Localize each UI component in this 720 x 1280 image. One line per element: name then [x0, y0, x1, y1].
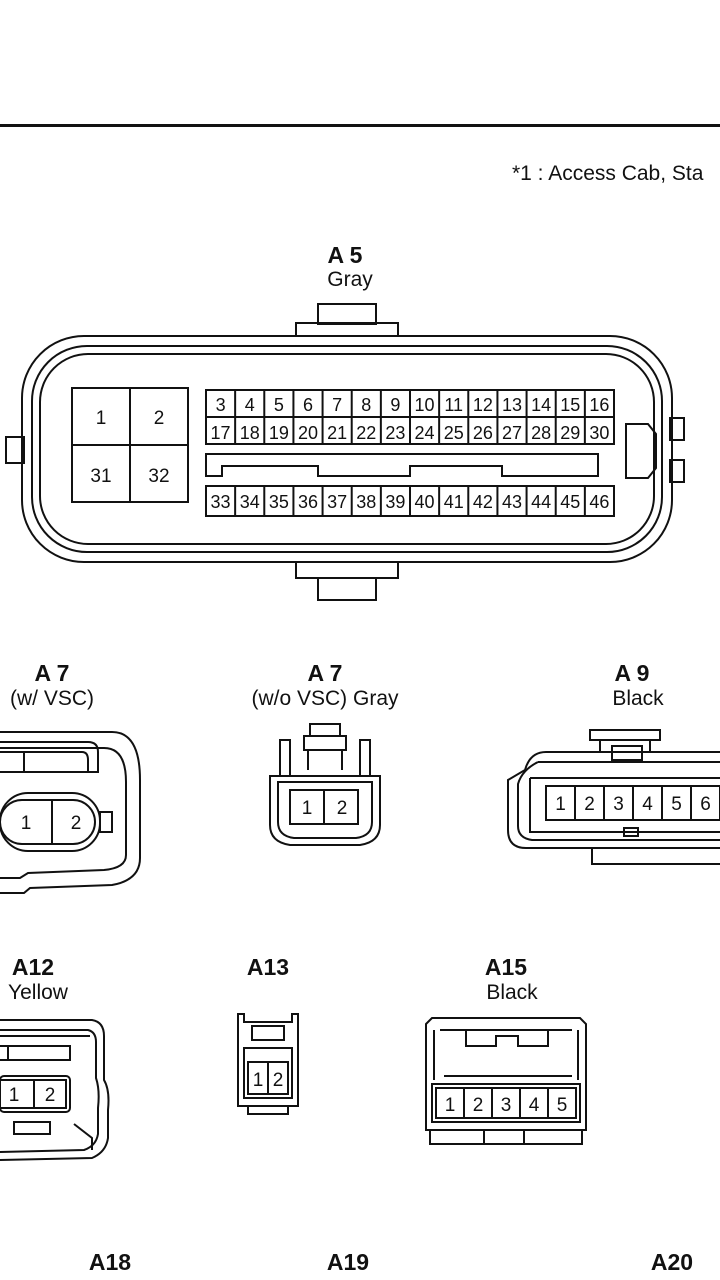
footnote-label: *1 : Access Cab, Sta — [512, 162, 704, 185]
a5-pin-5: 5 — [274, 395, 284, 415]
a5-pin-39: 39 — [385, 492, 405, 512]
a5-pin-3: 3 — [216, 395, 226, 415]
a15-pin-2: 2 — [473, 1095, 484, 1116]
a5-pin-28: 28 — [531, 423, 551, 443]
a7-vsc-title: A 7 — [34, 660, 70, 686]
a5-pin-37: 37 — [327, 492, 347, 512]
a5-pin-44: 44 — [531, 492, 551, 512]
a12-title: A12 — [11, 954, 55, 980]
a7-novsc-pin-1: 1 — [302, 798, 313, 819]
a9-pin-5: 5 — [671, 794, 682, 815]
header-rule — [0, 124, 720, 127]
a9-pin-3: 3 — [613, 794, 624, 815]
a15-connector — [425, 1017, 587, 1145]
a5-pin-27: 27 — [502, 423, 522, 443]
a5-pin-25: 25 — [444, 423, 464, 443]
a13-pin-2: 2 — [273, 1070, 284, 1091]
a9-pin-1: 1 — [555, 794, 566, 815]
a5-pin-21: 21 — [327, 423, 347, 443]
a9-dividers — [574, 786, 692, 820]
a5-pin-19: 19 — [269, 423, 289, 443]
a9-connector — [507, 729, 720, 865]
a19-title: A19 — [326, 1249, 370, 1275]
a5-pin-16: 16 — [589, 395, 609, 415]
a9-pin-6: 6 — [700, 794, 711, 815]
a5-pin-10: 10 — [415, 395, 435, 415]
a5-pin-29: 29 — [560, 423, 580, 443]
a5-pin-8: 8 — [361, 395, 371, 415]
a18-title: A18 — [88, 1249, 132, 1275]
a5-pin-7: 7 — [332, 395, 342, 415]
a5-pin-4: 4 — [245, 395, 255, 415]
a5-pin-14: 14 — [531, 395, 551, 415]
a7-novsc-pin-2: 2 — [337, 798, 348, 819]
a5-pin-38: 38 — [356, 492, 376, 512]
a5-pin-13: 13 — [502, 395, 522, 415]
a9-pin-4: 4 — [642, 794, 653, 815]
a5-title: A 5 — [327, 242, 363, 268]
a13-connector — [237, 1013, 299, 1115]
a5-pin-12: 12 — [473, 395, 493, 415]
a7-vsc-pin-1: 1 — [21, 813, 32, 834]
a5-pin-22: 22 — [356, 423, 376, 443]
a5-bottom-dividers — [234, 486, 586, 516]
a15-pin-1: 1 — [445, 1095, 456, 1116]
a5-pin-46: 46 — [589, 492, 609, 512]
a5-pin-2: 2 — [154, 408, 165, 429]
a5-pin-32: 32 — [148, 466, 169, 487]
a15-color: Black — [486, 981, 538, 1004]
a5-pin-43: 43 — [502, 492, 522, 512]
a5-pin-6: 6 — [303, 395, 313, 415]
a5-pin-24: 24 — [415, 423, 435, 443]
a5-pin-1: 1 — [96, 408, 107, 429]
a5-pin-34: 34 — [240, 492, 260, 512]
a7-novsc-title: A 7 — [307, 660, 343, 686]
a5-pin-42: 42 — [473, 492, 493, 512]
a9-pin-2: 2 — [584, 794, 595, 815]
a7-novsc-connector — [269, 723, 381, 846]
a5-pin-45: 45 — [560, 492, 580, 512]
a5-color: Gray — [327, 268, 373, 291]
a5-pin-20: 20 — [298, 423, 318, 443]
a5-pin-30: 30 — [589, 423, 609, 443]
a5-pin-15: 15 — [560, 395, 580, 415]
a15-title: A15 — [484, 954, 528, 980]
a9-title: A 9 — [614, 660, 650, 686]
a5-pin-26: 26 — [473, 423, 493, 443]
a5-pin-23: 23 — [385, 423, 405, 443]
a20-title: A20 — [650, 1249, 694, 1275]
a5-pin-18: 18 — [240, 423, 260, 443]
a5-pin-41: 41 — [444, 492, 464, 512]
a12-color: Yellow — [8, 981, 68, 1004]
a15-pin-4: 4 — [529, 1095, 540, 1116]
a5-pin-36: 36 — [298, 492, 318, 512]
a7-vsc-pin-2: 2 — [71, 813, 82, 834]
a12-connector — [0, 1019, 110, 1161]
a5-pin-40: 40 — [415, 492, 435, 512]
a5-top-dividers — [234, 390, 586, 444]
a15-pin-5: 5 — [557, 1095, 568, 1116]
a12-pin-1: 1 — [9, 1085, 20, 1106]
a5-pin-9: 9 — [390, 395, 400, 415]
a15-dividers — [463, 1088, 549, 1118]
a5-pin-11: 11 — [444, 395, 463, 415]
a7-vsc-variant: (w/ VSC) — [10, 687, 94, 710]
a13-title: A13 — [246, 954, 290, 980]
a5-connector — [5, 303, 685, 601]
a5-pin-35: 35 — [269, 492, 289, 512]
a13-pin-1: 1 — [253, 1070, 264, 1091]
a15-pin-3: 3 — [501, 1095, 512, 1116]
a7-novsc-variant: (w/o VSC) Gray — [251, 687, 399, 710]
a5-pin-31: 31 — [90, 466, 111, 487]
a12-pin-2: 2 — [45, 1085, 56, 1106]
a7-vsc-connector — [0, 731, 141, 894]
a9-color: Black — [612, 687, 664, 710]
a5-pin-17: 17 — [211, 423, 231, 443]
a5-pin-33: 33 — [211, 492, 231, 512]
